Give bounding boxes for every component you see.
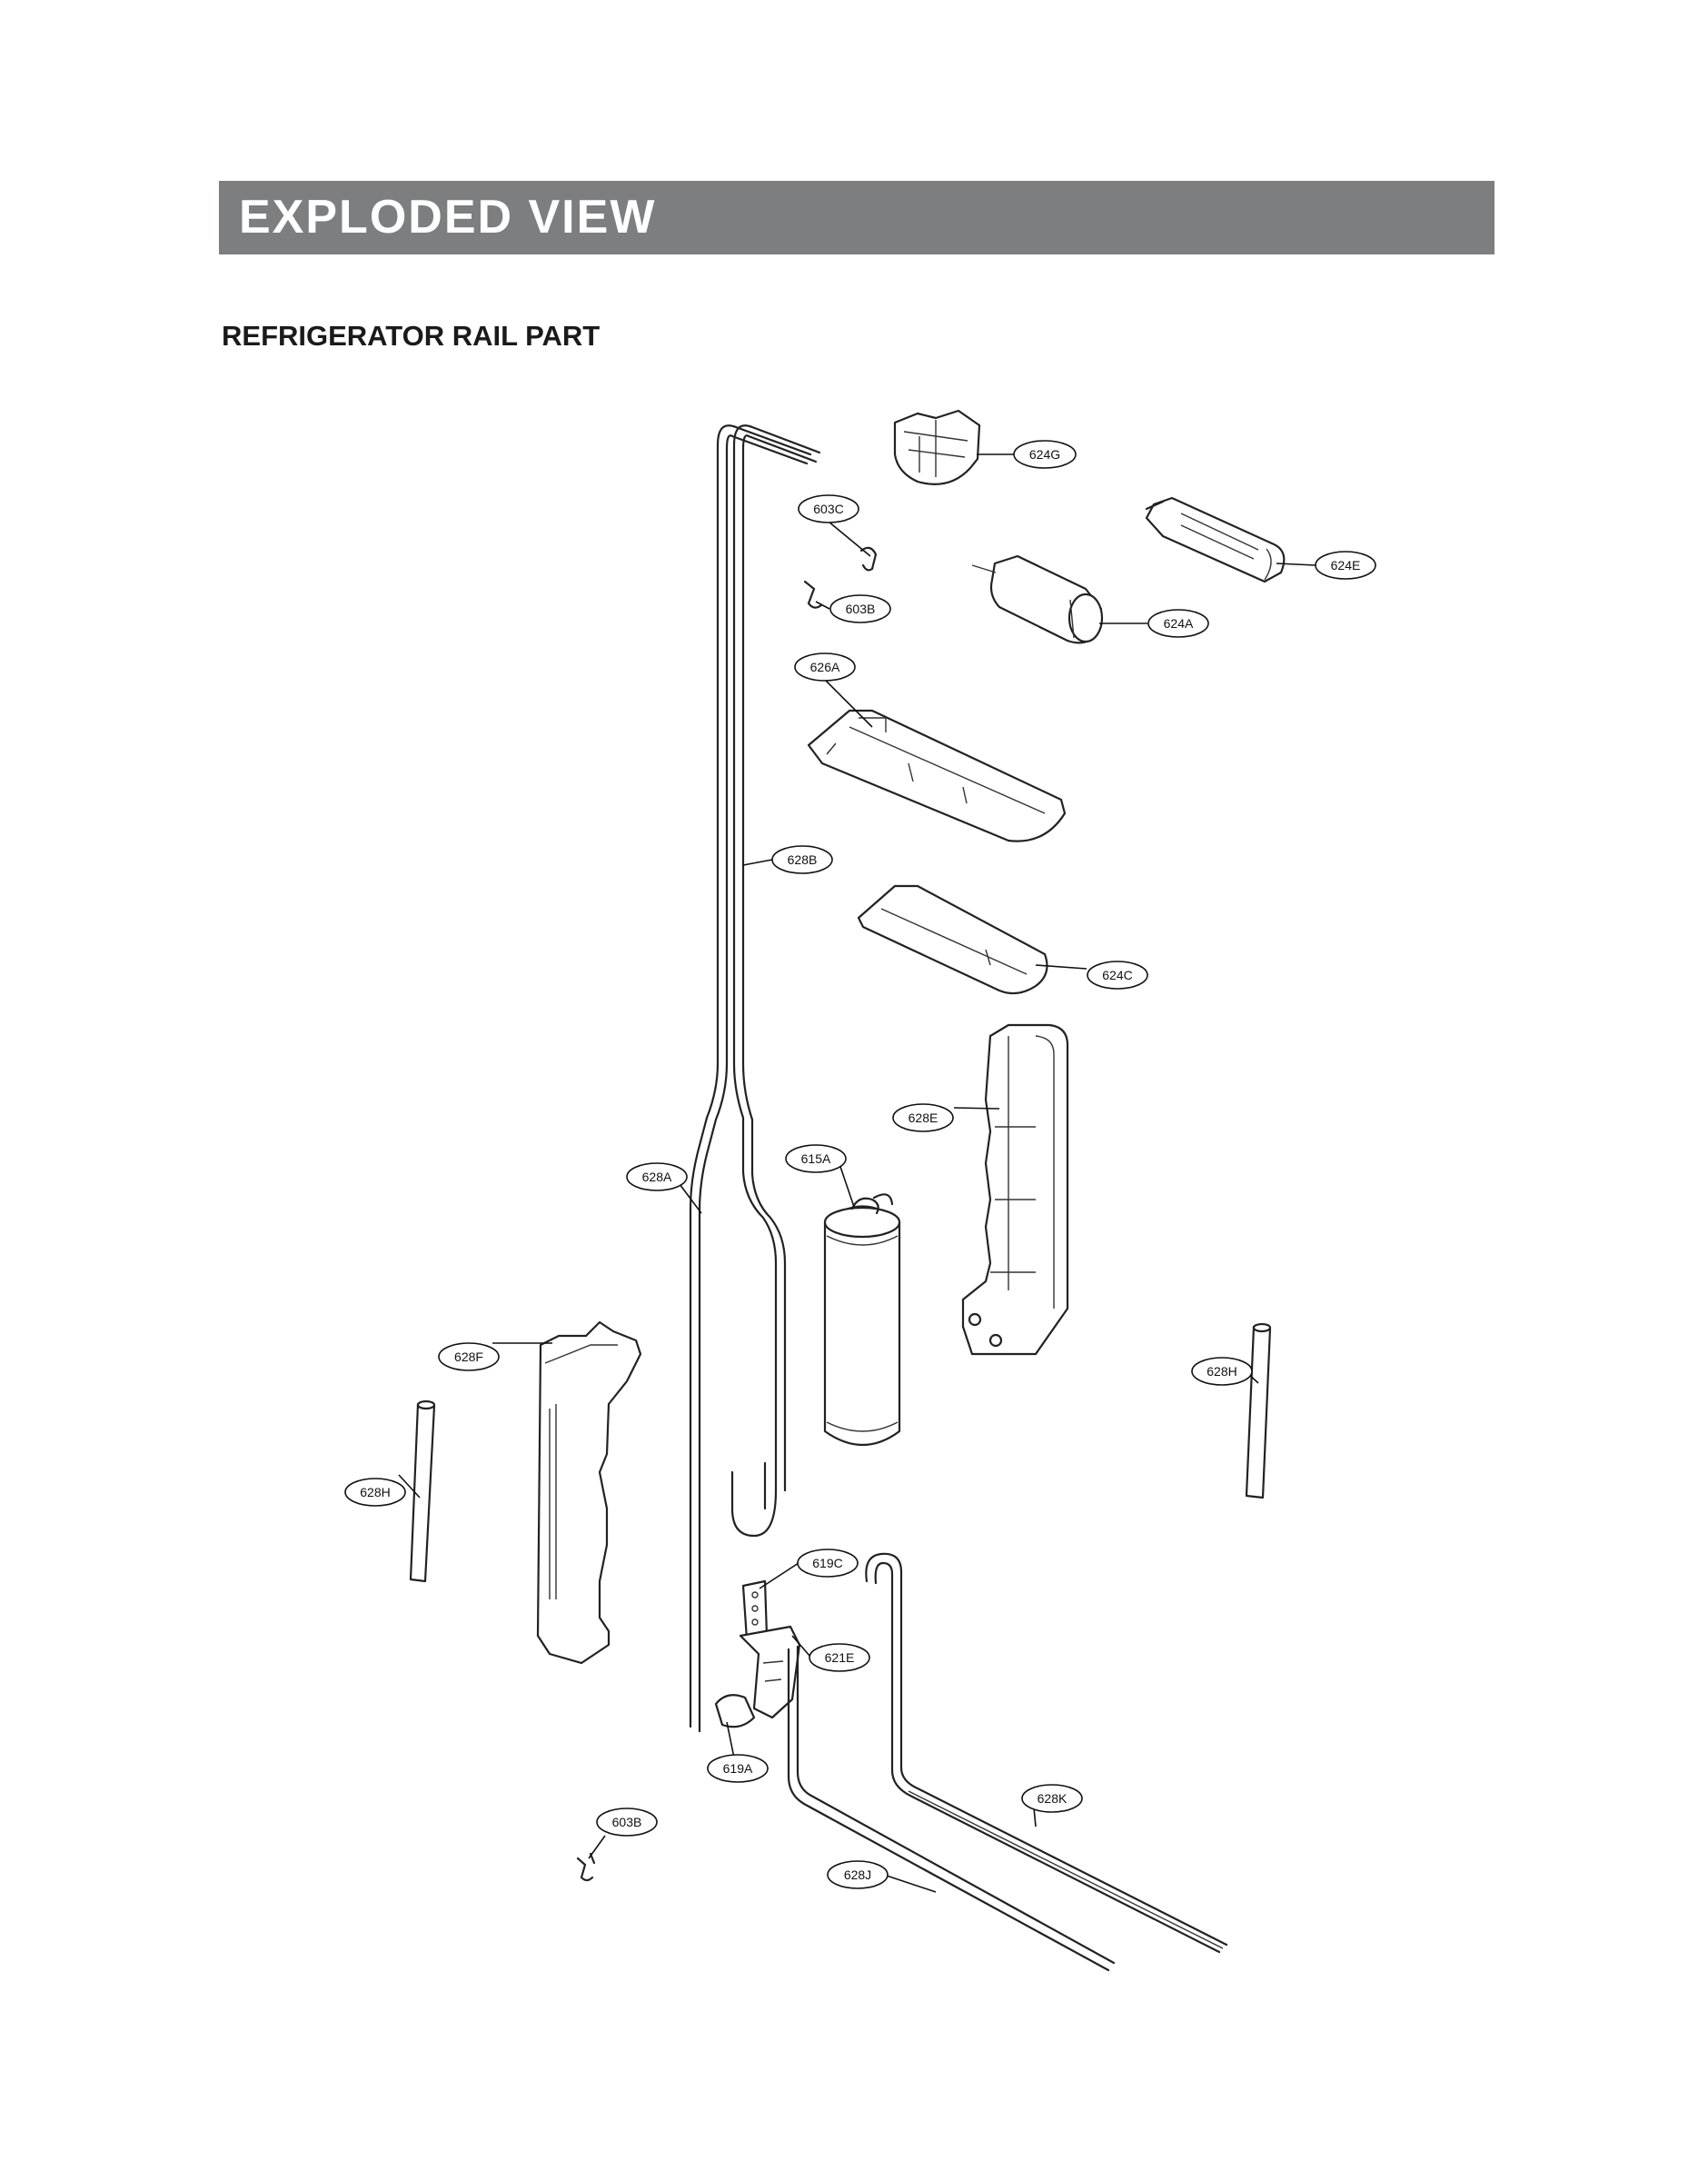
part-624c bbox=[857, 884, 1048, 995]
part-624g bbox=[893, 409, 981, 485]
callout-624e: 624E bbox=[1315, 551, 1376, 580]
svg-text:603C: 603C bbox=[813, 502, 843, 516]
svg-text:628J: 628J bbox=[844, 1867, 871, 1882]
callout-628j: 628J bbox=[827, 1860, 889, 1889]
tube-628b bbox=[689, 424, 821, 1733]
svg-text:628B: 628B bbox=[788, 852, 818, 867]
callout-624c: 624C bbox=[1087, 961, 1148, 990]
callout-619a: 619A bbox=[707, 1754, 769, 1783]
svg-text:621E: 621E bbox=[825, 1650, 855, 1665]
callout-615a: 615A bbox=[785, 1144, 847, 1173]
section-subtitle: REFRIGERATOR RAIL PART bbox=[222, 320, 601, 352]
callout-626a: 626A bbox=[794, 652, 856, 682]
leader-lines bbox=[398, 453, 1316, 1893]
svg-text:628A: 628A bbox=[642, 1170, 672, 1184]
part-628h-left bbox=[409, 1399, 436, 1583]
part-603c bbox=[859, 546, 878, 572]
svg-text:603B: 603B bbox=[612, 1815, 642, 1829]
part-628h-right bbox=[1245, 1322, 1272, 1499]
part-603b-bottom bbox=[576, 1852, 596, 1882]
svg-text:615A: 615A bbox=[801, 1151, 831, 1166]
tube-628k-628j bbox=[787, 1552, 1228, 1972]
part-619-valve bbox=[714, 1579, 801, 1728]
header-banner: EXPLODED VIEW bbox=[219, 181, 1494, 254]
callout-603b-bottom: 603B bbox=[596, 1808, 658, 1837]
svg-text:624C: 624C bbox=[1102, 968, 1132, 982]
callout-628h-left: 628H bbox=[344, 1478, 406, 1507]
callout-628k: 628K bbox=[1021, 1784, 1083, 1813]
svg-text:628H: 628H bbox=[1207, 1364, 1236, 1379]
part-603b-top bbox=[803, 580, 823, 609]
svg-text:603B: 603B bbox=[846, 602, 876, 616]
callout-624a: 624A bbox=[1147, 609, 1209, 638]
callout-619c: 619C bbox=[797, 1549, 859, 1578]
callout-621e: 621E bbox=[809, 1643, 870, 1672]
svg-text:626A: 626A bbox=[810, 660, 840, 674]
callout-628e: 628E bbox=[892, 1103, 954, 1132]
svg-text:628F: 628F bbox=[454, 1349, 483, 1364]
callout-628a: 628A bbox=[626, 1162, 688, 1191]
callout-603b-top: 603B bbox=[829, 594, 891, 623]
svg-text:619C: 619C bbox=[812, 1556, 842, 1570]
part-628f bbox=[536, 1320, 642, 1665]
callout-628b: 628B bbox=[771, 845, 833, 874]
page-title: EXPLODED VIEW bbox=[239, 191, 657, 244]
svg-text:619A: 619A bbox=[723, 1761, 753, 1776]
part-626a bbox=[807, 709, 1067, 842]
part-615a bbox=[823, 1193, 901, 1447]
part-628e bbox=[961, 1023, 1069, 1356]
svg-text:628K: 628K bbox=[1038, 1791, 1068, 1806]
callout-628h-right: 628H bbox=[1191, 1357, 1253, 1386]
svg-text:628H: 628H bbox=[360, 1485, 390, 1499]
callout-628f: 628F bbox=[438, 1342, 500, 1371]
callout-624g: 624G bbox=[1013, 440, 1077, 469]
svg-text:624G: 624G bbox=[1029, 447, 1060, 462]
part-624a bbox=[971, 554, 1104, 644]
svg-text:624A: 624A bbox=[1164, 616, 1194, 631]
svg-text:624E: 624E bbox=[1331, 558, 1361, 573]
callout-603c: 603C bbox=[798, 494, 859, 523]
part-624e bbox=[1145, 496, 1286, 583]
svg-text:628E: 628E bbox=[909, 1110, 938, 1125]
